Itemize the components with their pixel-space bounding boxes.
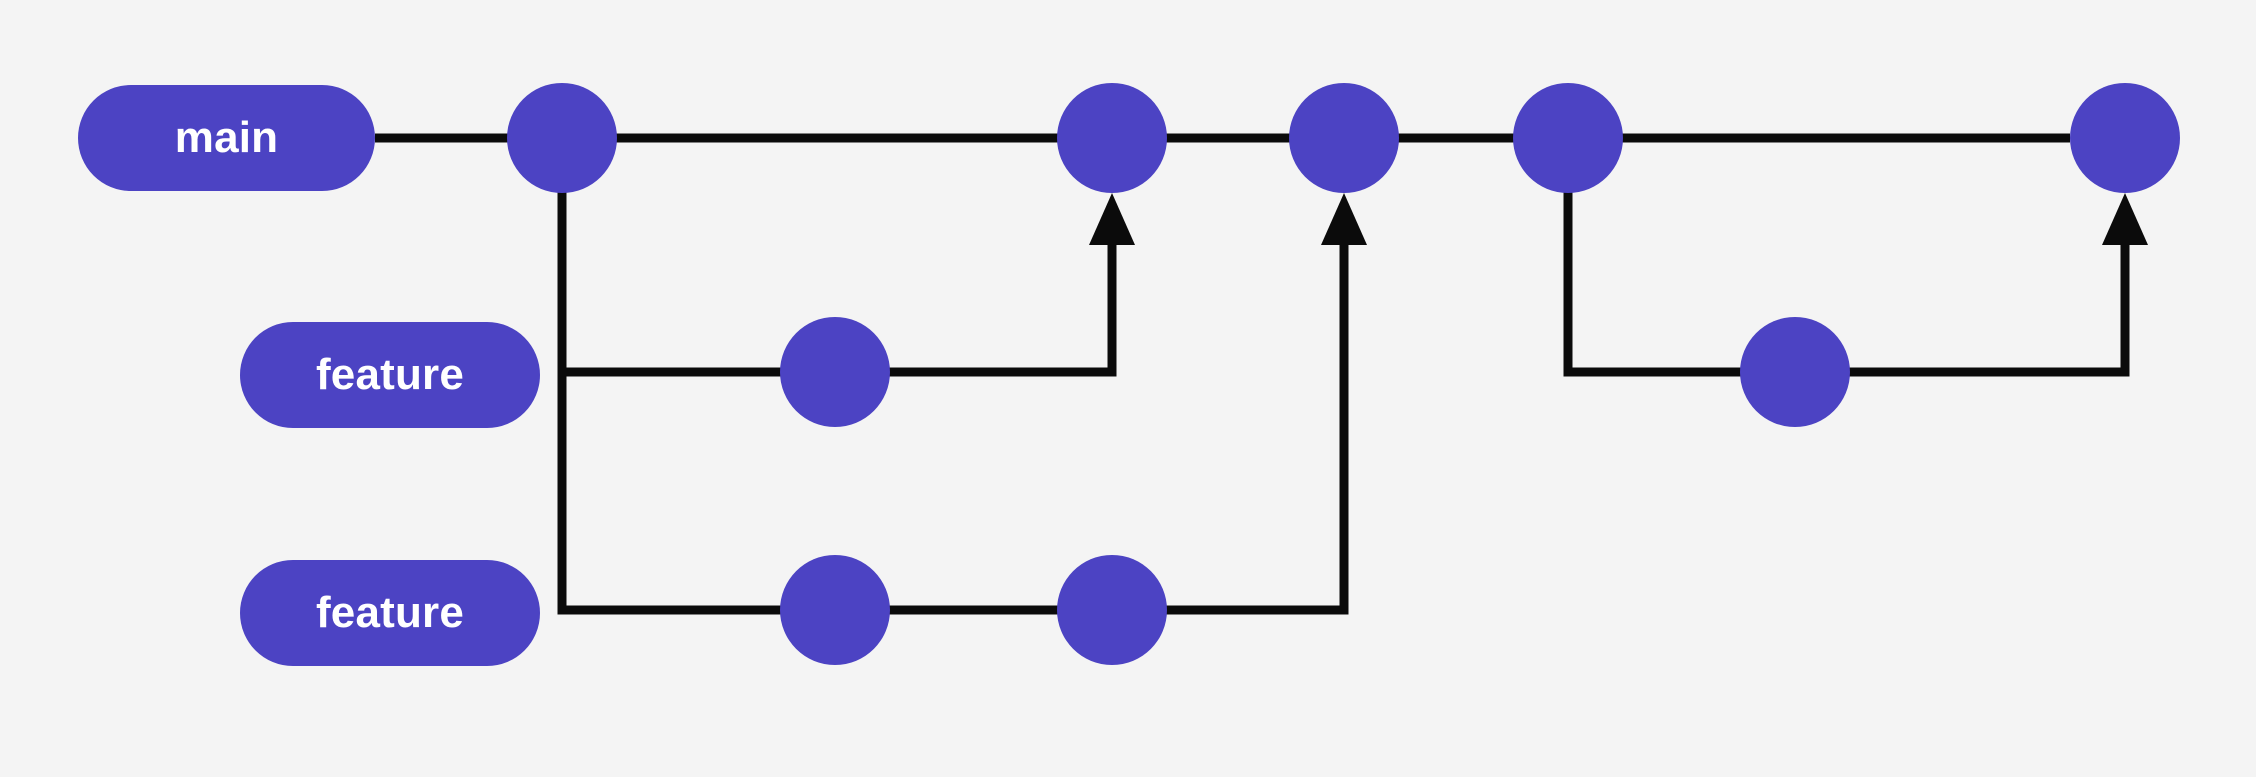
commit-nodes-layer xyxy=(507,83,2180,665)
edge-feature1b-merge-main-c5 xyxy=(1795,234,2130,377)
edge-branch-main-to-feature2 xyxy=(557,138,835,615)
edges-layer xyxy=(375,133,2130,615)
branch-label-text: main xyxy=(174,113,279,162)
edge-feature1-merge-main-c2 xyxy=(835,234,1117,377)
edge-branch-main-c4-to-feature1b xyxy=(1563,138,1795,377)
commit-node-main-c3[interactable] xyxy=(1289,83,1399,193)
commit-node-main-c4[interactable] xyxy=(1513,83,1623,193)
commit-node-feature1-c1[interactable] xyxy=(780,317,890,427)
edge-feature1-merge-main-c2-arrowhead xyxy=(1089,193,1135,245)
commit-node-main-c2[interactable] xyxy=(1057,83,1167,193)
edge-feature2-merge-main-c3-arrowhead xyxy=(1321,193,1367,245)
branch-label-pill-main[interactable]: main xyxy=(78,85,375,191)
commit-node-feature2-c1[interactable] xyxy=(780,555,890,665)
commit-node-feature1-c2[interactable] xyxy=(1740,317,1850,427)
commit-node-main-c1[interactable] xyxy=(507,83,617,193)
arrowheads-layer xyxy=(1089,193,2148,245)
branch-label-pill-feature-1[interactable]: feature xyxy=(240,322,540,428)
branch-label-pill-feature-2[interactable]: feature xyxy=(240,560,540,666)
branch-label-text: feature xyxy=(315,350,465,399)
commit-node-feature2-c2[interactable] xyxy=(1057,555,1167,665)
edge-feature2-merge-main-c3 xyxy=(1112,234,1349,615)
edge-feature1b-merge-main-c5-arrowhead xyxy=(2102,193,2148,245)
branch-label-text: feature xyxy=(315,588,465,637)
commit-node-main-c5[interactable] xyxy=(2070,83,2180,193)
